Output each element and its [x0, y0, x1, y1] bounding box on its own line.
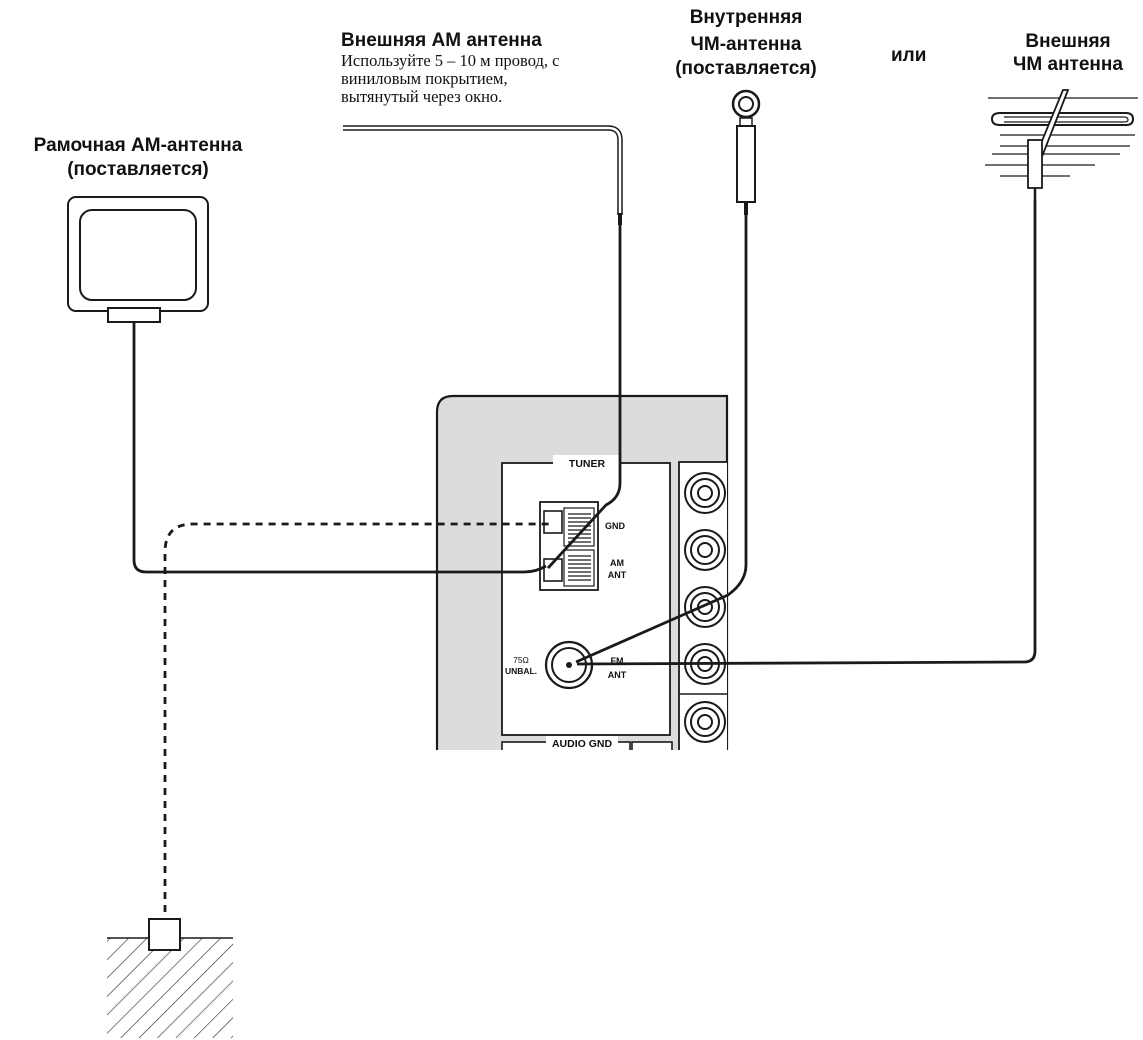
external-am-wire-antenna — [343, 125, 623, 225]
rca-jack — [684, 529, 726, 571]
ohm-label-2: UNBAL. — [505, 666, 537, 676]
external-am-desc-3: вытянутый через окно. — [341, 87, 503, 106]
external-am-wire — [546, 225, 622, 569]
ground-rod — [148, 918, 181, 951]
earth-ground — [107, 918, 233, 1038]
indoor-fm-title-1: Внутренняя — [689, 7, 803, 28]
connection-wires — [132, 200, 1037, 666]
outdoor-fm-title-1: Внешняя — [1025, 31, 1111, 52]
tuner-label: TUNER — [569, 458, 606, 470]
outdoor-fm-wire — [576, 200, 1037, 666]
or-label: или — [891, 45, 927, 66]
indoor-fm-wire — [575, 215, 748, 664]
indoor-fm-antenna — [731, 89, 761, 215]
am-ant-label-1: AM — [610, 558, 624, 568]
am-gnd-terminal-block — [539, 501, 599, 591]
am-loop-title-1: Рамочная АМ-антенна — [33, 135, 243, 156]
ground-wire-dashed — [163, 522, 554, 925]
am-loop-antenna — [67, 196, 209, 323]
ohm-label-1: 75Ω — [513, 655, 529, 665]
external-am-antenna-title: Внешняя АМ антенна — [341, 30, 542, 51]
external-am-desc-1: Используйте 5 – 10 м провод, с — [341, 51, 560, 70]
external-am-desc-2: виниловым покрытием, — [341, 69, 508, 88]
indoor-fm-title-2: ЧМ-антенна — [690, 34, 802, 55]
am-loop-title-2: (поставляется) — [67, 159, 209, 180]
outdoor-fm-antenna — [985, 89, 1138, 200]
fm-ant-label-2: ANT — [608, 670, 627, 680]
audio-gnd-label: AUDIO GND — [552, 738, 613, 750]
indoor-fm-title-3: (поставляется) — [675, 58, 817, 79]
outdoor-fm-title-2: ЧМ антенна — [1013, 54, 1123, 75]
rca-jack — [684, 701, 726, 743]
rca-jack — [684, 586, 726, 628]
fm-coax-jack — [544, 640, 594, 690]
fm-ant-label-1: FM — [611, 656, 624, 666]
am-loop-wire — [132, 322, 547, 574]
gnd-terminal-hole — [543, 510, 563, 534]
am-terminal-hole — [543, 558, 563, 582]
am-ant-label-2: ANT — [608, 570, 627, 580]
gnd-label: GND — [605, 521, 626, 531]
rca-jack — [684, 472, 726, 514]
